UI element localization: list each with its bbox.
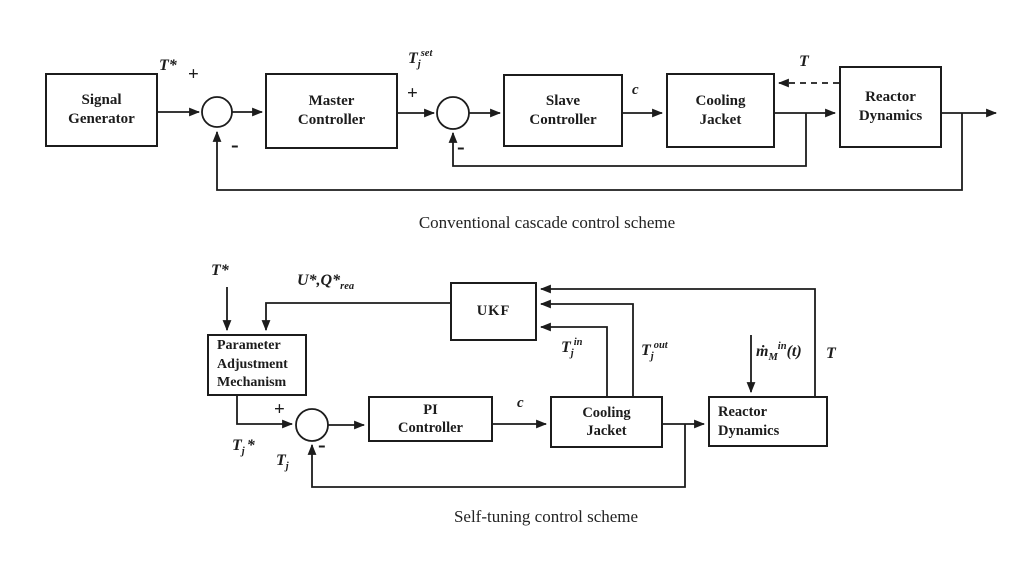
block-label-line: Slave [545, 92, 581, 109]
minus-sign-outer: - [231, 132, 239, 157]
block-ukf: UKF [450, 282, 537, 341]
block-label-line: Controller [529, 111, 597, 128]
block-reactor-dynamics-2: Reactor Dynamics [708, 396, 828, 447]
block-label-line: UKF [476, 303, 511, 320]
label-u-q-rea: U*,Q*rea [297, 272, 355, 292]
line-tjout-to-ukf [539, 299, 634, 396]
line-tj-feedback [307, 424, 686, 488]
block-label-line: Controller [297, 112, 366, 128]
line-tjin-to-ukf [539, 322, 608, 396]
label-c-signal: c [632, 82, 639, 98]
block-label-line: Dynamics [858, 108, 923, 124]
line-pam-to-sum [236, 396, 294, 429]
block-label-line: PI [423, 401, 438, 418]
block-label-line: Parameter [217, 337, 281, 353]
minus-sign-bottom: - [318, 432, 326, 457]
line-inner-feedback [448, 113, 807, 167]
block-label-line: Mechanism [217, 375, 287, 391]
label-tj-out: Tjout [641, 340, 668, 362]
block-master-controller: Master Controller [265, 73, 398, 149]
label-tj-in: Tjin [561, 337, 583, 359]
plus-sign-outer: + [188, 64, 199, 85]
block-parameter-adjustment-mechanism: Parameter Adjustment Mechanism [207, 334, 307, 396]
block-pi-controller: PI Controller [368, 396, 493, 442]
block-label-line: Signal [81, 92, 122, 109]
block-label-line: Generator [68, 111, 135, 127]
block-label-line: Adjustment [217, 356, 288, 372]
sum-junction-inner [436, 96, 470, 130]
label-tj-set: Tjset [408, 48, 433, 70]
block-label-line: Master [308, 93, 355, 110]
minus-sign-inner: - [457, 134, 465, 159]
block-label-line: Jacket [699, 111, 742, 128]
line-t-to-ukf [539, 284, 816, 396]
block-signal-generator: Signal Generator [45, 73, 158, 147]
label-t-star-setpoint: T* [159, 57, 177, 74]
label-t-dashed-feedback: T [799, 53, 809, 70]
caption-self-tuning-scheme: Self-tuning control scheme [453, 507, 639, 526]
label-c-signal-bottom: c [517, 395, 524, 411]
plus-sign-bottom: + [274, 399, 285, 420]
caption-cascade-scheme: Conventional cascade control scheme [418, 213, 676, 232]
block-slave-controller: Slave Controller [503, 74, 623, 147]
block-label-line: Cooling [695, 92, 746, 109]
block-label-line: Cooling [582, 404, 631, 421]
block-reactor-dynamics: Reactor Dynamics [839, 66, 942, 148]
label-t-star-bottom: T* [211, 262, 229, 279]
block-cooling-jacket: Cooling Jacket [666, 73, 775, 148]
sum-junction-bottom [295, 408, 329, 442]
sum-junction-outer [201, 96, 233, 128]
block-label-line: Controller [398, 420, 463, 436]
label-tj-star: Tj* [232, 437, 255, 457]
block-label-line: Reactor [865, 89, 916, 106]
block-label-line: Jacket [586, 423, 627, 439]
block-cooling-jacket-2: Cooling Jacket [550, 396, 663, 448]
line-outer-feedback [212, 113, 963, 191]
line-ukf-to-pam [261, 302, 450, 332]
block-label-line: Dynamics [718, 422, 780, 439]
label-t-output: T [826, 345, 836, 362]
label-m-dot-in: ṁMin(t) [756, 341, 802, 363]
label-tj-feedback: Tj [276, 452, 289, 472]
plus-sign-inner: + [407, 83, 418, 104]
block-label-line: Reactor [718, 404, 768, 421]
